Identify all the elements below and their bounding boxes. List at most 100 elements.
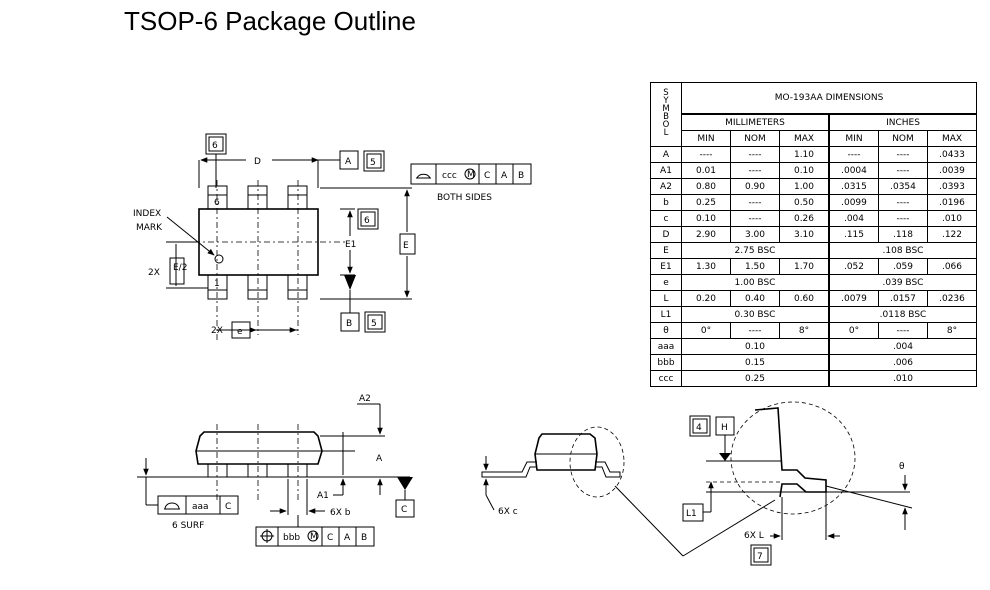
row-symbol: c xyxy=(650,210,682,227)
table-cell: 8° xyxy=(779,322,830,339)
fcf-A: A xyxy=(501,171,508,181)
dim-L1-label: L1 xyxy=(686,509,697,519)
table-cell: ---- xyxy=(878,194,928,211)
fcf-ccc: ccc xyxy=(442,171,457,181)
end-lead-right xyxy=(595,461,621,478)
table-cell-span-mm: 0.25 xyxy=(681,370,830,387)
pin-1 xyxy=(207,274,228,300)
table-cell: .118 xyxy=(878,226,928,243)
table-unit-row: MILLIMETERS INCHES xyxy=(651,113,977,131)
table-cell: 0.25 xyxy=(681,194,731,211)
dimension-table: SYMBOL MO-193AA DIMENSIONS MILLIMETERS I… xyxy=(650,82,977,387)
table-cell: .066 xyxy=(927,258,977,275)
fcf-bbb-A: A xyxy=(344,533,351,543)
table-cell: 0.10 xyxy=(681,210,731,227)
table-cell: 0° xyxy=(681,322,731,339)
fcf-C: C xyxy=(484,171,490,181)
col-mm-max: MAX xyxy=(779,130,830,147)
index-mark-label-2: MARK xyxy=(136,223,163,233)
table-cell: ---- xyxy=(730,210,780,227)
table-cell: 2.90 xyxy=(681,226,731,243)
table-cell-span-in: .006 xyxy=(828,354,977,371)
table-cell: .0315 xyxy=(828,178,879,195)
table-cell: ---- xyxy=(730,146,780,163)
row-symbol: A xyxy=(650,146,682,163)
surf-label: 6 SURF xyxy=(172,521,204,531)
table-cell: 0.50 xyxy=(779,194,830,211)
datum-B: B xyxy=(346,319,352,329)
note-6-top: 6 xyxy=(212,141,218,151)
table-cell: 1.00 xyxy=(779,178,830,195)
dim-E-label: E xyxy=(403,241,409,251)
table-cell: .010 xyxy=(927,210,977,227)
table-subheader-row: MIN NOM MAX MIN NOM MAX xyxy=(651,130,977,147)
row-symbol: θ xyxy=(650,322,682,339)
table-cell: ---- xyxy=(878,210,928,227)
datum-C-box xyxy=(395,499,415,518)
aaa-fcf xyxy=(157,495,239,515)
table-cell-span-in: .108 BSC xyxy=(828,242,977,259)
profile-surface-icon xyxy=(416,173,431,179)
col-in-min: MIN xyxy=(828,130,879,147)
detail-lead xyxy=(754,407,827,498)
dim-A1-label: A1 xyxy=(317,491,329,501)
table-header-row: SYMBOL MO-193AA DIMENSIONS xyxy=(650,82,977,147)
dim-e-label: e xyxy=(237,327,243,337)
pin-3 xyxy=(287,274,308,300)
pin-6 xyxy=(207,185,228,210)
fcf-bbb-C: C xyxy=(327,533,333,543)
row-symbol: aaa xyxy=(650,338,682,355)
table-cell: .0004 xyxy=(828,162,879,179)
table-cell: ---- xyxy=(878,146,928,163)
row-symbol: L1 xyxy=(650,306,682,323)
table-cell: .052 xyxy=(828,258,879,275)
datum-A-box xyxy=(339,150,359,170)
table-cell: .115 xyxy=(828,226,879,243)
datum-B-box xyxy=(340,312,360,332)
table-cell: 0.26 xyxy=(779,210,830,227)
fcf-aaa: aaa xyxy=(192,502,209,512)
table-cell-span-mm: 2.75 BSC xyxy=(681,242,830,259)
col-in-nom: NOM xyxy=(878,130,928,147)
table-cell: 0.80 xyxy=(681,178,731,195)
table-cell: 1.70 xyxy=(779,258,830,275)
table-cell: .0079 xyxy=(828,290,879,307)
table-cell: 0° xyxy=(828,322,879,339)
top-view: 6 D A 5 ccc M C A B BOTH SIDES E xyxy=(133,133,532,340)
bbb-fcf xyxy=(255,526,375,547)
row-symbol: E1 xyxy=(650,258,682,275)
table-cell-span-in: .0118 BSC xyxy=(828,306,977,323)
end-lead-left xyxy=(481,461,537,478)
row-symbol: A1 xyxy=(650,162,682,179)
pin-5 xyxy=(247,185,268,210)
table-cell: 8° xyxy=(927,322,977,339)
detail-circle-small xyxy=(569,426,625,498)
fcf-B: B xyxy=(518,171,524,181)
end-body xyxy=(534,433,598,471)
table-title: MO-193AA DIMENSIONS xyxy=(681,82,977,115)
table-cell: ---- xyxy=(878,162,928,179)
table-cell: .059 xyxy=(878,258,928,275)
side-view: A2 A A1 C aaa C 6 SURF 6X b xyxy=(137,394,415,547)
surface-profile-icon xyxy=(164,502,180,510)
table-cell: .004 xyxy=(828,210,879,227)
dim-6x-L: 6X L xyxy=(744,531,764,541)
table-cell: 3.10 xyxy=(779,226,830,243)
table-cell: 0.60 xyxy=(779,290,830,307)
row-symbol: A2 xyxy=(650,178,682,195)
dim-A-label: A xyxy=(376,454,383,464)
fcf-bbb-B: B xyxy=(361,533,367,543)
col-mm-nom: NOM xyxy=(730,130,780,147)
datum-A: A xyxy=(345,157,352,167)
symbol-header: SYMBOL xyxy=(650,82,682,147)
table-cell: .0354 xyxy=(878,178,928,195)
note-6-right: 6 xyxy=(364,216,370,226)
row-symbol: L xyxy=(650,290,682,307)
